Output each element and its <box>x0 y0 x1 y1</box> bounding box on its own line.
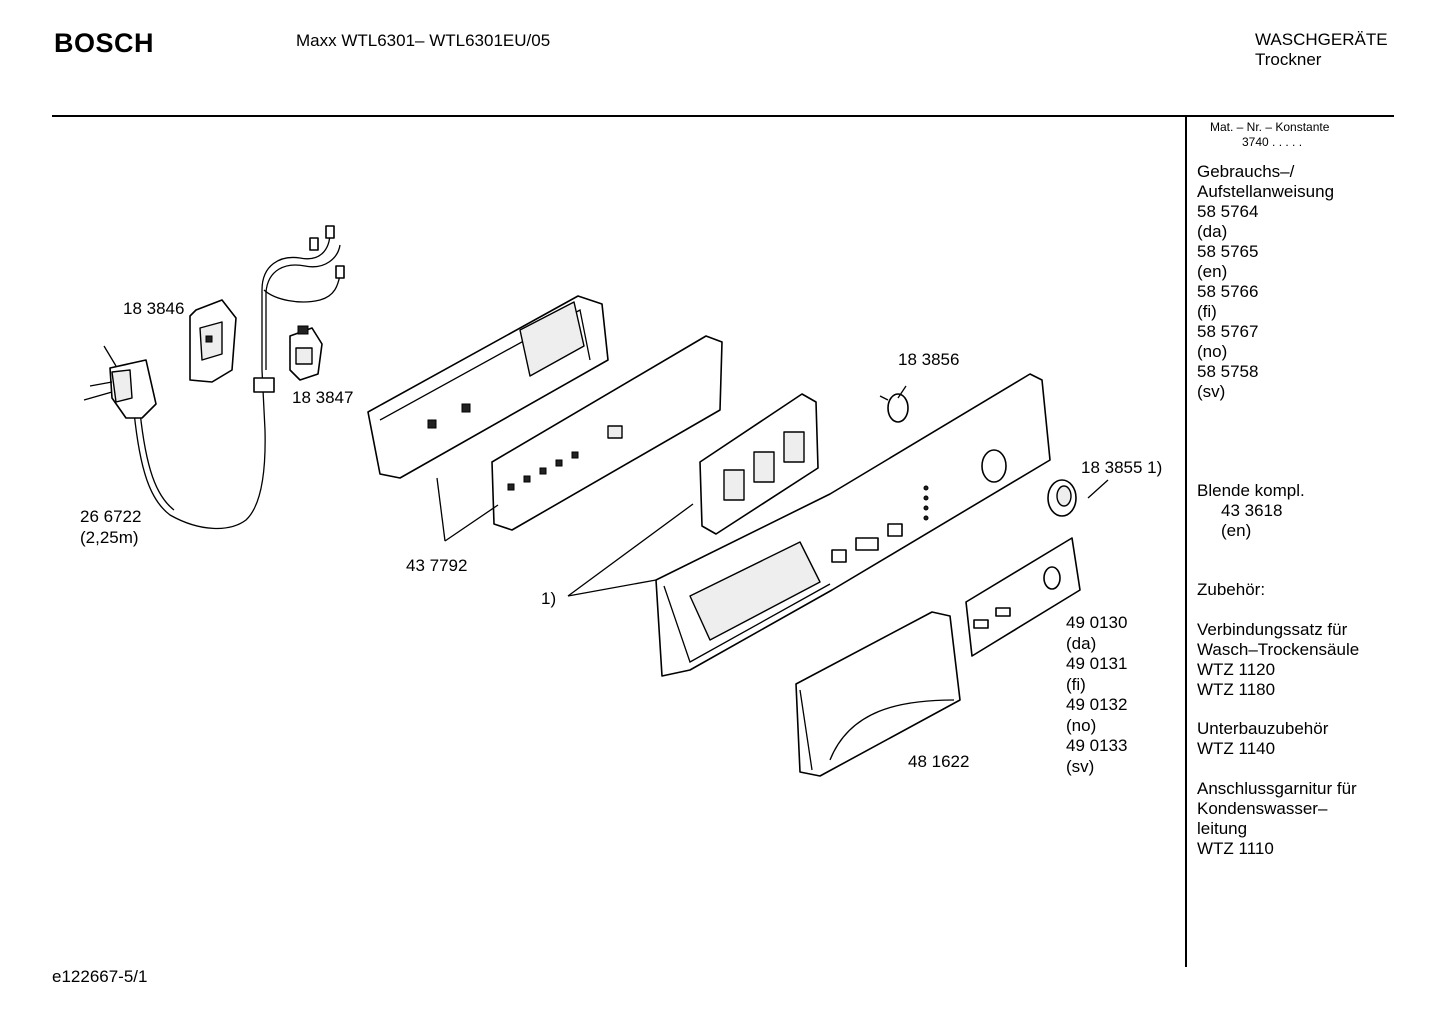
drawing-id: e122667-5/1 <box>52 967 148 986</box>
part-label-183856: 18 3856 <box>898 350 960 369</box>
blende-title: Blende kompl. <box>1197 481 1305 500</box>
category-line-2: Trockner <box>1255 50 1322 69</box>
accessory-text: Unterbauzubehör <box>1197 719 1329 738</box>
control-pcb <box>491 335 723 531</box>
accessory-text: Kondenswasser– <box>1197 799 1328 818</box>
front-panel-frame <box>655 373 1051 677</box>
part-183847-filter <box>289 325 323 381</box>
part-label-437792: 43 7792 <box>406 556 468 575</box>
manual-number: 58 5765 <box>1197 242 1259 261</box>
manual-lang: (en) <box>1197 262 1228 281</box>
part-label-490130-group: 49 0130 (da) 49 0131 (fi) 49 0132 (no) 4… <box>1066 613 1127 777</box>
blende-lang: (en) <box>1221 521 1252 540</box>
sidebar-rule <box>1185 116 1187 967</box>
manual-number: 58 5767 <box>1197 322 1259 341</box>
blende-block: Blende kompl. 43 3618 (en) <box>1197 481 1305 541</box>
part-length: (2,25m) <box>80 527 139 547</box>
category-line-1: WASCHGERÄTE <box>1255 30 1388 49</box>
part-number: 49 0130 <box>1066 613 1128 632</box>
program-knob <box>879 393 1077 517</box>
part-label-183847: 18 3847 <box>292 388 354 407</box>
door-cover <box>795 611 961 777</box>
manual-number: 58 5758 <box>1197 362 1259 381</box>
cable-harness <box>253 225 345 393</box>
part-number: 26 6722 <box>80 507 142 526</box>
manual-number: 58 5766 <box>1197 282 1259 301</box>
part-183846-bracket <box>189 299 237 383</box>
accessory-text: leitung <box>1197 819 1248 838</box>
model-title: Maxx WTL6301– WTL6301EU/05 <box>296 31 551 50</box>
accessory-set-1: Verbindungssatz für Wasch–Trockensäule W… <box>1197 620 1359 700</box>
manual-lang: (sv) <box>1197 382 1226 401</box>
category: WASCHGERÄTE Trockner <box>1255 30 1388 70</box>
part-lang: (sv) <box>1066 756 1095 776</box>
mat-value: 3740 . . . . . <box>1242 135 1303 149</box>
fascia-label <box>965 537 1081 657</box>
brand-logo: BOSCH <box>54 28 155 58</box>
part-lang: (no) <box>1066 715 1097 735</box>
leader-lines <box>436 385 1109 597</box>
exploded-view-drawing <box>83 225 1109 777</box>
accessories-title: Zubehör: <box>1197 580 1266 599</box>
accessory-set-3: Anschlussgarnitur für Kondenswasser– lei… <box>1197 779 1357 859</box>
manual-lang: (fi) <box>1197 302 1217 321</box>
manual-number: 58 5764 <box>1197 202 1259 221</box>
part-lang: (fi) <box>1066 674 1086 694</box>
manuals-block: Gebrauchs–/ Aufstellanweisung 58 5764 (d… <box>1197 162 1334 402</box>
manual-title-2: Aufstellanweisung <box>1197 182 1335 201</box>
manual-lang: (no) <box>1197 342 1228 361</box>
part-lang: (da) <box>1066 633 1097 653</box>
accessory-number: WTZ 1120 <box>1197 660 1276 679</box>
part-label-1: 1) <box>541 589 557 608</box>
mat-label: Mat. – Nr. – Konstante <box>1210 120 1330 134</box>
part-label-183846: 18 3846 <box>123 299 185 318</box>
part-label-266722: 26 6722 (2,25m) <box>80 507 141 548</box>
rear-housing <box>367 295 609 479</box>
part-label-481622: 48 1622 <box>908 752 970 771</box>
blende-number: 43 3618 <box>1221 501 1283 520</box>
manual-title-1: Gebrauchs–/ <box>1197 162 1295 181</box>
header-rule <box>52 115 1394 117</box>
part-number: 49 0133 <box>1066 736 1128 755</box>
part-label-183855: 18 3855 1) <box>1081 458 1163 477</box>
accessory-text: Anschlussgarnitur für <box>1197 779 1357 798</box>
part-number: 49 0131 <box>1066 654 1128 673</box>
accessory-text: Wasch–Trockensäule <box>1197 640 1360 659</box>
mat-number-block: Mat. – Nr. – Konstante 3740 . . . . . <box>1210 120 1329 150</box>
power-cord-plug <box>83 345 266 530</box>
accessory-number: WTZ 1140 <box>1197 739 1276 758</box>
accessory-number: WTZ 1180 <box>1197 680 1276 699</box>
accessory-set-2: Unterbauzubehör WTZ 1140 <box>1197 719 1328 759</box>
manual-lang: (da) <box>1197 222 1228 241</box>
part-number: 49 0132 <box>1066 695 1128 714</box>
accessory-text: Verbindungssatz für <box>1197 620 1348 639</box>
switch-block <box>699 393 819 535</box>
accessory-number: WTZ 1110 <box>1197 839 1274 858</box>
